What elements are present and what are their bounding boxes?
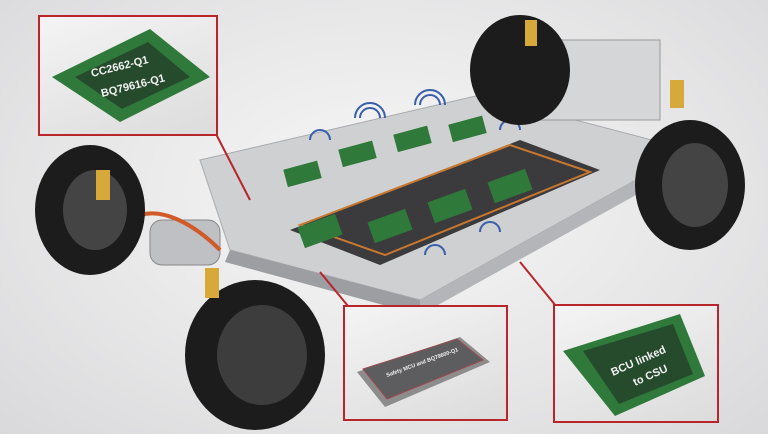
rear-motor	[149, 219, 221, 266]
callout-safety-mcu: Safety MCU and BQ79600-Q1	[343, 305, 508, 421]
callout-leader-lines	[215, 133, 557, 307]
pcb-board: Safety MCU and BQ79600-Q1	[357, 337, 490, 407]
callout-bcu-csu: BCU linked to CSU	[553, 304, 719, 423]
tray-side	[225, 250, 420, 315]
callout-cc2662-bq79616: CC2662-Q1 BQ79616-Q1	[38, 15, 218, 136]
tray-front	[420, 150, 690, 315]
pcb-board: CC2662-Q1 BQ79616-Q1	[52, 29, 210, 122]
battery-modules	[283, 115, 600, 265]
wireless-signal-icons	[309, 89, 521, 256]
suspension-springs	[96, 20, 684, 298]
wheels	[35, 15, 745, 430]
pcb-board: BCU linked to CSU	[563, 314, 705, 416]
